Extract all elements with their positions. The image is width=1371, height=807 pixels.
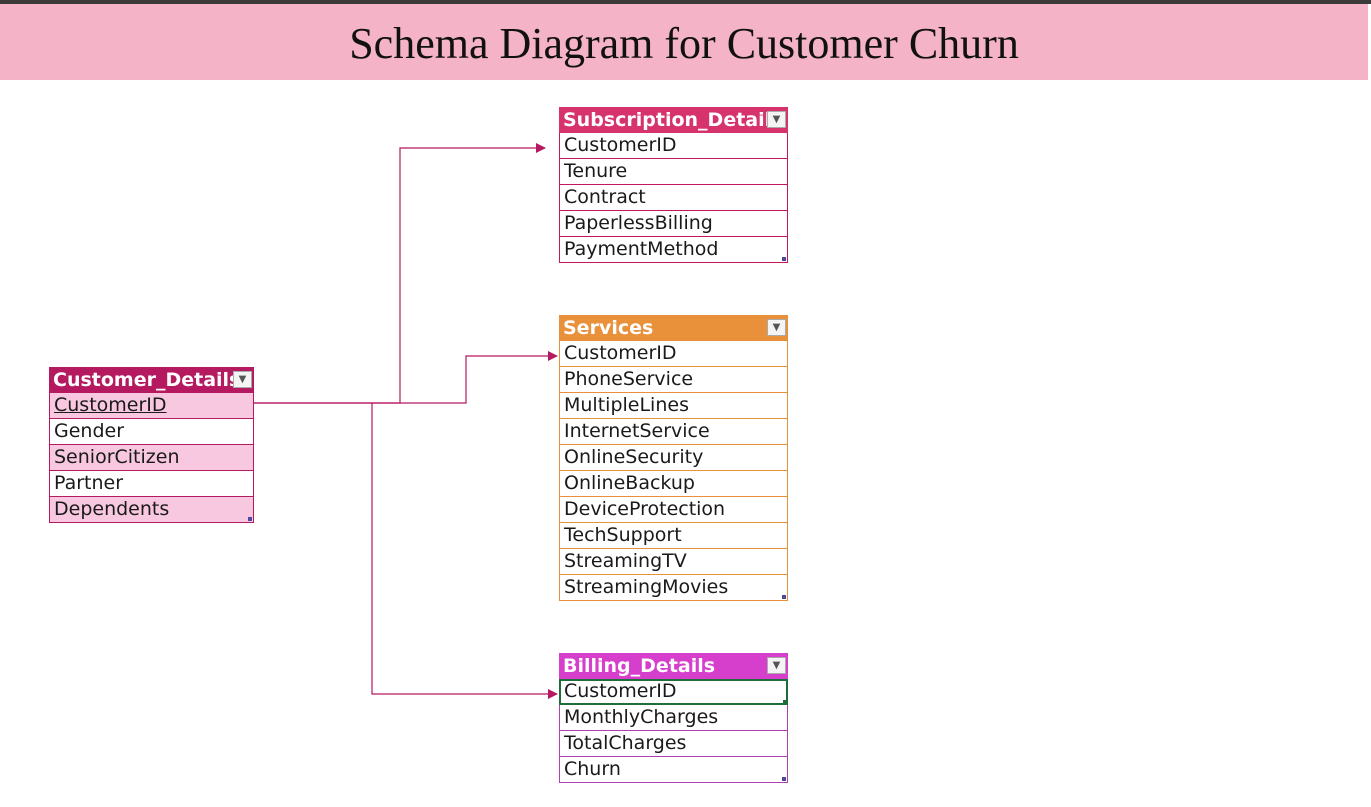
field-label: SeniorCitizen: [54, 446, 180, 468]
field-row[interactable]: PhoneService: [559, 367, 788, 393]
field-row[interactable]: Dependents: [49, 497, 254, 523]
table-title: Billing_Details: [563, 655, 716, 677]
field-label: CustomerID: [54, 394, 167, 416]
billing-details-table: Billing_Details ▼ CustomerID MonthlyChar…: [559, 653, 788, 783]
table-title: Subscription_Details: [563, 109, 783, 131]
customer-details-table: Customer_Details ▼ CustomerID Gender Sen…: [49, 367, 254, 523]
field-row[interactable]: PaperlessBilling: [559, 211, 788, 237]
field-row[interactable]: SeniorCitizen: [49, 445, 254, 471]
field-label: Partner: [54, 472, 124, 494]
subscription-details-table: Subscription_Details ▼ CustomerID Tenure…: [559, 107, 788, 263]
field-row[interactable]: OnlineSecurity: [559, 445, 788, 471]
title-banner: Schema Diagram for Customer Churn: [0, 4, 1368, 80]
link-customer-services: [254, 351, 558, 404]
customer-details-header[interactable]: Customer_Details ▼: [49, 367, 254, 393]
field-row[interactable]: StreamingTV: [559, 549, 788, 575]
field-row-selected[interactable]: CustomerID: [559, 679, 788, 705]
field-label: CustomerID: [564, 342, 677, 364]
field-row[interactable]: Churn: [559, 757, 788, 783]
field-label: CustomerID: [564, 134, 677, 156]
table-title: Customer_Details: [53, 369, 241, 391]
subscription-details-header[interactable]: Subscription_Details ▼: [559, 107, 788, 133]
field-label: TotalCharges: [564, 732, 687, 754]
field-row[interactable]: Gender: [49, 419, 254, 445]
field-row[interactable]: TotalCharges: [559, 731, 788, 757]
chevron-down-icon[interactable]: ▼: [767, 111, 786, 128]
link-customer-billing: [371, 403, 558, 699]
field-label: MonthlyCharges: [564, 706, 719, 728]
field-row[interactable]: Tenure: [559, 159, 788, 185]
field-label: OnlineSecurity: [564, 446, 704, 468]
field-label: Contract: [564, 186, 646, 208]
field-label: PhoneService: [564, 368, 694, 390]
field-row[interactable]: OnlineBackup: [559, 471, 788, 497]
field-row[interactable]: PaymentMethod: [559, 237, 788, 263]
field-label: Dependents: [54, 498, 170, 520]
field-label: TechSupport: [564, 524, 682, 546]
resize-handle-icon[interactable]: [782, 595, 786, 599]
chevron-down-icon[interactable]: ▼: [233, 371, 252, 388]
field-label: OnlineBackup: [564, 472, 695, 494]
field-label: StreamingTV: [564, 550, 687, 572]
field-row[interactable]: CustomerID: [49, 393, 254, 419]
resize-handle-icon[interactable]: [782, 777, 786, 781]
billing-details-header[interactable]: Billing_Details ▼: [559, 653, 788, 679]
field-label: StreamingMovies: [564, 576, 729, 598]
services-table: Services ▼ CustomerID PhoneService Multi…: [559, 315, 788, 601]
field-label: CustomerID: [564, 680, 677, 702]
field-row[interactable]: StreamingMovies: [559, 575, 788, 601]
services-header[interactable]: Services ▼: [559, 315, 788, 341]
field-row[interactable]: MultipleLines: [559, 393, 788, 419]
link-customer-subscription: [254, 143, 546, 404]
field-row[interactable]: InternetService: [559, 419, 788, 445]
field-label: Gender: [54, 420, 125, 442]
window-top-bar: [0, 0, 1371, 4]
field-row[interactable]: Contract: [559, 185, 788, 211]
resize-handle-icon[interactable]: [782, 257, 786, 261]
field-row[interactable]: CustomerID: [559, 133, 788, 159]
chevron-down-icon[interactable]: ▼: [767, 657, 786, 674]
field-label: Tenure: [564, 160, 628, 182]
field-row[interactable]: TechSupport: [559, 523, 788, 549]
table-title: Services: [563, 317, 654, 339]
field-label: MultipleLines: [564, 394, 689, 416]
field-label: Churn: [564, 758, 621, 780]
field-label: InternetService: [564, 420, 710, 442]
resize-handle-icon[interactable]: [248, 517, 252, 521]
field-row[interactable]: Partner: [49, 471, 254, 497]
field-row[interactable]: DeviceProtection: [559, 497, 788, 523]
field-label: PaymentMethod: [564, 238, 719, 260]
field-row[interactable]: MonthlyCharges: [559, 705, 788, 731]
chevron-down-icon[interactable]: ▼: [767, 319, 786, 336]
field-label: PaperlessBilling: [564, 212, 713, 234]
page-title: Schema Diagram for Customer Churn: [349, 19, 1019, 68]
field-row[interactable]: CustomerID: [559, 341, 788, 367]
field-label: DeviceProtection: [564, 498, 726, 520]
